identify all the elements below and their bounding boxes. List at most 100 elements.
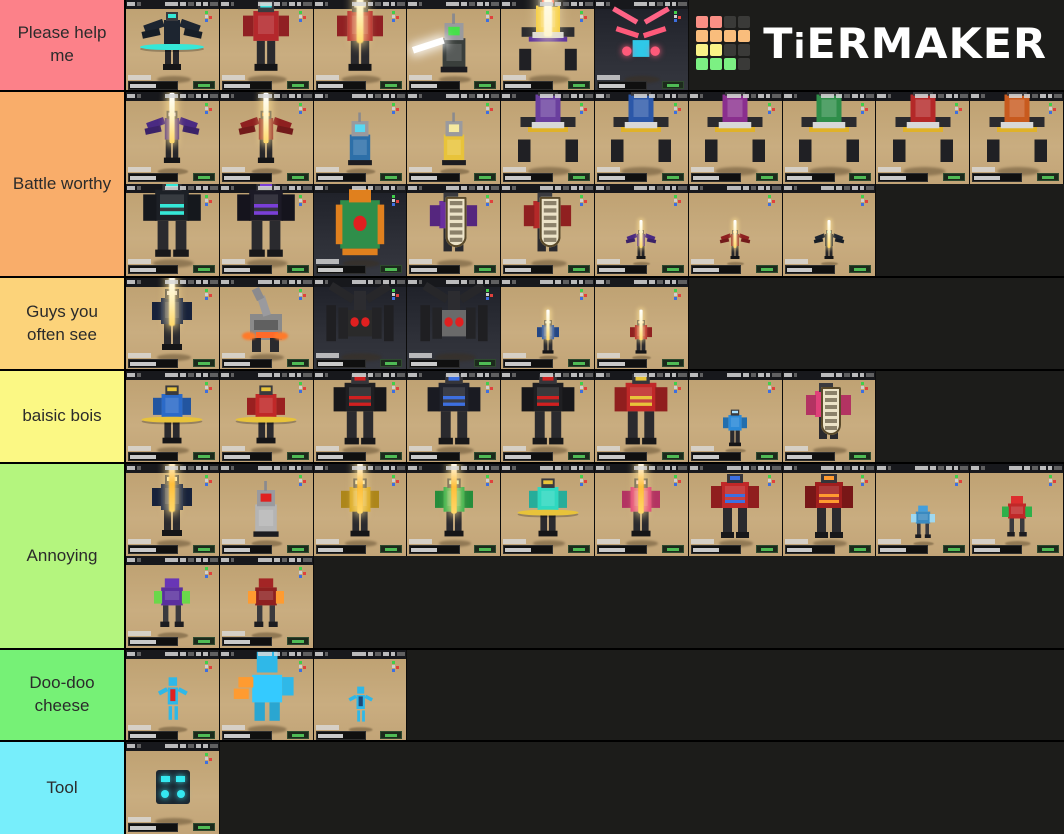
tier-item-yellow-tower-bot[interactable] (407, 92, 502, 184)
tier-item-teal-bow-bot[interactable] (501, 464, 595, 556)
hud-status-pill (661, 81, 684, 89)
tier-item-small-blue-walker[interactable] (876, 464, 971, 556)
tier-item-red-flame-swordsman[interactable] (219, 92, 314, 184)
game-hud-top (314, 465, 406, 471)
tier-items-container[interactable] (126, 92, 1064, 276)
tier-item-blue-spider-mech[interactable] (594, 92, 689, 184)
tier-item-green-spider-mech[interactable] (782, 92, 877, 184)
tier-item-green-orange-totem-bot[interactable] (313, 184, 408, 276)
hud-chip (390, 186, 396, 190)
thumbnail-small-blue-walker (876, 464, 970, 556)
hud-chip (195, 94, 202, 98)
tier-item-small-blue-bot[interactable] (688, 371, 783, 462)
hud-chip (258, 373, 272, 377)
tier-item-small-flame-flier[interactable] (688, 184, 783, 276)
tier-item-purple-green-walker[interactable] (126, 556, 220, 648)
tier-item-navy-swordsman[interactable] (126, 278, 220, 369)
tier-item-cyan-stick-bot[interactable] (126, 650, 220, 740)
hud-chip (397, 373, 406, 377)
tier-item-purple-glowing-heavy-mech[interactable] (219, 184, 314, 276)
tier-item-cyan-crab-drone[interactable] (594, 0, 689, 90)
hud-status-pill (192, 731, 215, 739)
tier-item-black-crimson-heavy-bot[interactable] (501, 371, 595, 462)
tier-item-blue-bow-bot[interactable] (126, 371, 220, 462)
hud-chip (1047, 466, 1052, 470)
tier-item-small-red-walker[interactable] (970, 464, 1064, 556)
tier-item-orange-spider-mech[interactable] (970, 92, 1064, 184)
tier-item-purple-gold-spider-mech[interactable] (501, 92, 595, 184)
tier-item-small-purple-flier[interactable] (594, 184, 689, 276)
tier-item-yellow-purple-spider-mech[interactable] (501, 0, 595, 90)
tier-item-blue-bucket-bot[interactable] (313, 92, 408, 184)
tier-item-crimson-heavy-bot[interactable] (782, 464, 877, 556)
hud-chip (539, 94, 554, 98)
tier-item-cyan-glowing-cube-tool[interactable] (126, 742, 220, 834)
hud-chip (678, 466, 687, 470)
tier-item-small-blue-swordsman[interactable] (501, 278, 595, 369)
tier-item-purple-winged-swordsman[interactable] (126, 92, 220, 184)
tier-item-small-teal-flier[interactable] (782, 184, 877, 276)
tier-item-dark-blue-heavy-bot[interactable] (407, 371, 502, 462)
hud-chip (281, 373, 288, 377)
hud-name-label (128, 631, 152, 636)
tier-item-green-lamp-turret-bot[interactable] (407, 0, 502, 90)
tier-items-container[interactable] (126, 0, 1064, 90)
tier-label-2[interactable]: Guys you often see (0, 278, 126, 369)
tier-label-1[interactable]: Battle worthy (0, 92, 126, 276)
hud-chip (633, 186, 647, 190)
tier-label-0[interactable]: Please help me (0, 0, 126, 90)
tier-label-5[interactable]: Doo-doo cheese (0, 650, 126, 740)
tier-item-teal-glowing-heavy-mech[interactable] (126, 184, 220, 276)
axis-gizmo-icon (201, 475, 212, 486)
thumbnail-teal-glowing-heavy-mech (126, 184, 219, 276)
tier-item-grey-quad-spider-drone[interactable] (407, 278, 502, 369)
tier-item-crimson-spider-mech[interactable] (876, 92, 971, 184)
hud-chip (793, 373, 798, 377)
tier-item-red-cyan-knight-mech[interactable] (219, 0, 314, 90)
tier-label-4[interactable]: Annoying (0, 464, 126, 648)
tier-items-container[interactable] (126, 464, 1064, 648)
tier-item-gold-beam-swordsman[interactable] (313, 464, 408, 556)
tier-item-black-red-heavy-bot[interactable] (313, 371, 408, 462)
tier-item-pink-shield-bearer[interactable] (782, 371, 877, 462)
game-hud-nameplate (221, 353, 272, 368)
tier-label-3[interactable]: baisic bois (0, 371, 126, 462)
tier-item-purple-shield-bearer[interactable] (407, 184, 502, 276)
tier-item-cyan-orange-blocky-bot[interactable] (219, 650, 314, 740)
hud-chip (859, 466, 865, 470)
tier-item-red-gold-heavy-bot[interactable] (594, 371, 689, 462)
tier-items-container[interactable] (126, 742, 1064, 834)
tier-item-red-horned-knight-mech[interactable] (313, 0, 408, 90)
tier-item-pink-beam-swordsman[interactable] (594, 464, 689, 556)
hud-name-label (690, 539, 714, 544)
tier-item-red-bow-bot[interactable] (219, 371, 314, 462)
hud-status-pill (474, 265, 497, 273)
hud-chip (179, 652, 186, 656)
tier-item-flame-green-walker[interactable] (219, 556, 314, 648)
thumbnail-pink-shield-bearer (782, 371, 876, 462)
tier-item-black-quad-drone[interactable] (313, 278, 408, 369)
hud-chip (469, 94, 475, 98)
game-hud-nameplate (221, 75, 272, 90)
tier-item-grey-artillery-walker[interactable] (219, 278, 314, 369)
game-hud-nameplate (128, 259, 179, 274)
tier-items-container[interactable] (126, 650, 1064, 740)
hud-health-bar (409, 452, 460, 461)
tier-item-red-grey-antenna-bot[interactable] (219, 464, 314, 556)
hud-chip (595, 373, 605, 377)
tier-item-small-cyan-bot[interactable] (313, 650, 408, 740)
tier-label-6[interactable]: Tool (0, 742, 126, 834)
tier-item-small-red-swordsman[interactable] (594, 278, 689, 369)
tier-item-dark-teal-winged-mech-with-bow[interactable] (126, 0, 220, 90)
tier-item-green-beam-swordsman[interactable] (407, 464, 502, 556)
tier-item-navy-beam-swordsman[interactable] (126, 464, 220, 556)
tier-item-red-shield-bearer[interactable] (501, 184, 595, 276)
tier-items-container[interactable] (126, 371, 1064, 462)
tier-item-magenta-spider-mech[interactable] (688, 92, 783, 184)
game-hud-top (783, 465, 875, 471)
hud-chip (539, 466, 554, 470)
hud-chip (476, 186, 483, 190)
tier-item-red-blue-heavy-bot[interactable] (688, 464, 783, 556)
tier-items-container[interactable] (126, 278, 1064, 369)
hud-chip (281, 94, 288, 98)
